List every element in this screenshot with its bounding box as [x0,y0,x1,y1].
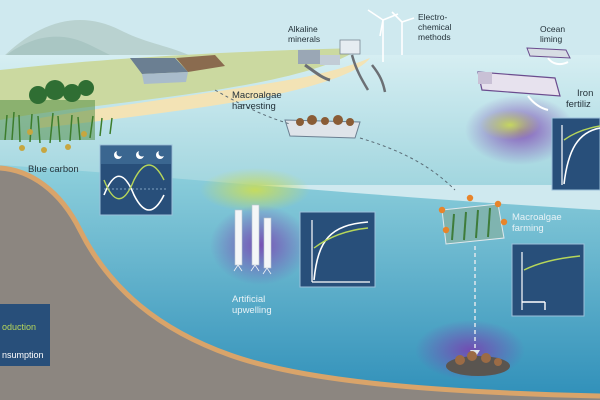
label-macroalgae-farming-1: Macroalgae [512,212,562,223]
panel-upwelling [299,211,376,288]
upwelling-pipes [233,204,272,275]
legend-production: oduction [2,322,37,332]
harvesting-boat [284,115,361,139]
panel-blue-carbon [99,144,173,216]
label-blue-carbon: Blue carbon [28,164,79,175]
legend: oduction nsumption [0,304,50,366]
label-macroalgae-harvesting-1: Macroalgae [232,90,282,101]
label-electrochemical-2: chemical [418,22,452,32]
blue-carbon-vegetation [0,80,113,153]
legend-consumption: nsumption [2,350,44,360]
tree-icon [29,80,94,104]
label-macroalgae-farming-2: farming [512,223,544,234]
sunk-biomass [446,351,510,376]
harvest-route [214,89,291,125]
greenhouse [130,55,225,84]
upwelling-purple-glow [210,205,310,285]
label-electrochemical-3: methods [418,32,451,42]
label-iron-fertilization-1: Iron [577,88,594,99]
sediment-edge [0,165,600,399]
label-iron-fertilization-2: fertiliz [566,99,591,110]
label-artificial-upwelling-2: upwelling [232,305,272,316]
label-ocean-liming-1: Ocean [540,24,566,34]
seafloor [0,168,600,400]
label-alkaline-minerals-1: Alkaline [288,24,318,34]
algae-bloom-glow [200,168,310,212]
iron-green-glow [480,110,540,140]
alkaline-minerals-facility [298,50,340,82]
moon-icon [114,149,166,159]
label-artificial-upwelling-1: Artificial [232,294,266,305]
wind-turbine-icon [367,9,415,62]
boat-icon [526,47,571,66]
label-alkaline-minerals-2: minerals [288,34,321,44]
electrochemical-plant [339,39,387,93]
label-ocean-liming-2: liming [540,34,563,44]
macroalgae-farm [438,194,508,358]
panel-farming [511,243,585,317]
label-electrochemical-1: Electro- [418,12,448,22]
beach [40,58,370,128]
panel-iron [551,117,600,191]
iron-fertilization-ship [477,71,561,111]
farm-route [359,137,456,191]
kelp-icon [451,207,491,241]
label-macroalgae-harvesting-2: harvesting [232,101,276,112]
